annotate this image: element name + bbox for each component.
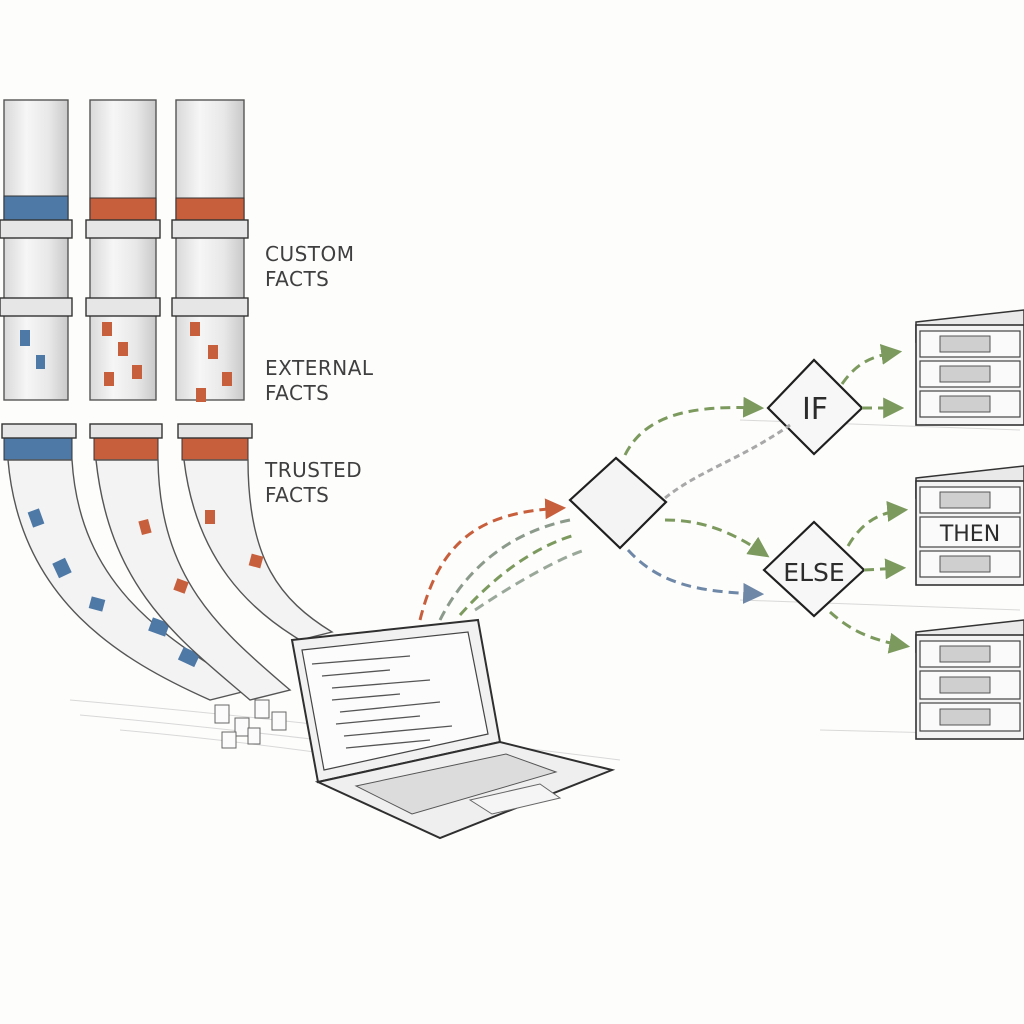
custom-facts-pipe (0, 99, 252, 701)
external-facts-pipe (85, 99, 292, 701)
router-diamond-icon (568, 456, 668, 550)
else-diamond-icon: ELSE (762, 520, 866, 618)
then-label: THEN (939, 522, 1000, 547)
server-rack-icon (915, 619, 1024, 740)
orange-flow-arrow (418, 498, 567, 621)
else-label: ELSE (783, 558, 844, 587)
laptop-icon (290, 618, 616, 840)
trusted-facts-label-line1: TRUSTED (265, 458, 363, 482)
external-facts-label-line1: EXTERNAL (265, 356, 374, 380)
custom-facts-label-line1: CUSTOM (265, 242, 355, 266)
fact-cards (214, 699, 287, 749)
laptop-to-decision-flows (418, 498, 586, 621)
external-facts-label: EXTERNAL FACTS (265, 356, 374, 406)
if-diamond-icon: IF (766, 358, 864, 456)
trusted-facts-label: TRUSTED FACTS (265, 458, 362, 508)
custom-facts-label: CUSTOM FACTS (265, 242, 355, 292)
server-rack-icon (915, 309, 1024, 426)
decision-flows (623, 343, 911, 654)
external-facts-label-line2: FACTS (265, 381, 330, 405)
trusted-facts-pipe (171, 99, 334, 641)
trusted-facts-label-line2: FACTS (265, 483, 330, 507)
if-label: IF (802, 392, 828, 427)
custom-facts-label-line2: FACTS (265, 267, 330, 291)
server-rack-icon: THEN (915, 465, 1024, 586)
